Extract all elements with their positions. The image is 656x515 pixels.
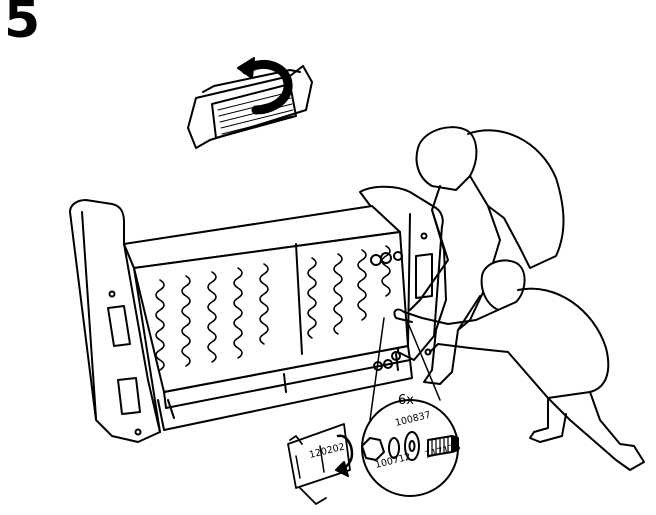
rotate-arrow-icon (237, 57, 293, 115)
detail-callout-lines (369, 317, 441, 421)
person-kneeling (393, 259, 645, 471)
quantity-label: 6x (398, 393, 414, 408)
flip-sofa-thumbnail (187, 65, 313, 149)
fastener-detail (287, 399, 459, 505)
sofa-frame (69, 185, 444, 443)
step-number: 5 (4, 0, 41, 50)
